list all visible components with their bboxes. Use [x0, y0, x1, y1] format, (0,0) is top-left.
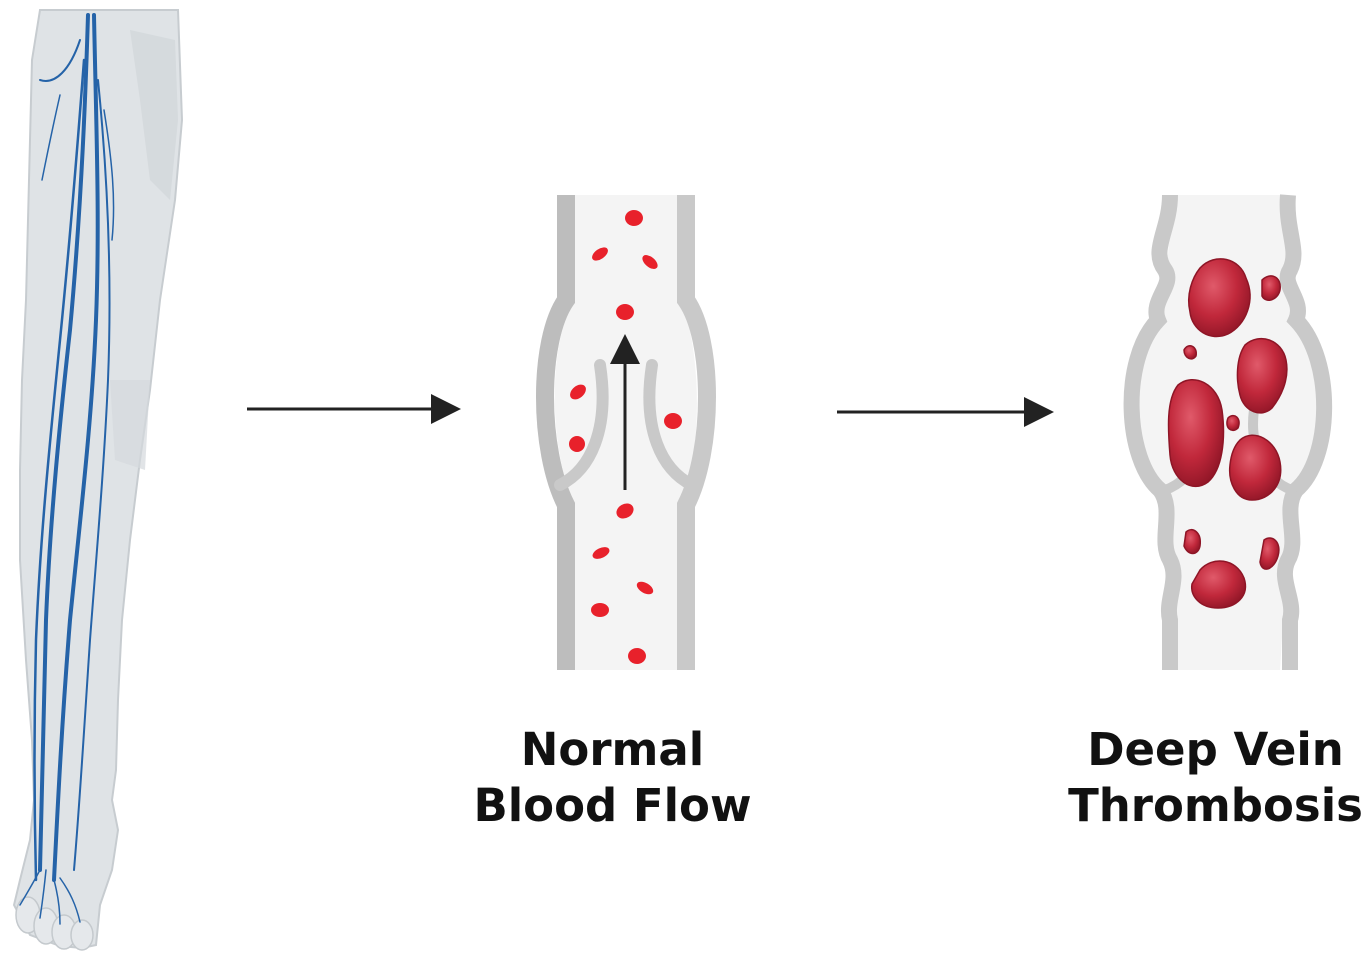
dvt-vein-left-wall	[1123, 194, 1182, 670]
valve-leaflet-left	[554, 359, 609, 491]
leg-veins	[19, 13, 115, 925]
deep-vein-thrombosis-caption: Deep Vein Thrombosis	[1060, 722, 1371, 834]
leg-with-veins-icon	[12, 9, 184, 951]
dvt-caption-line2: Thrombosis	[1068, 779, 1363, 832]
vein-with-valve-icon	[536, 195, 716, 670]
dvt-caption-line1: Deep Vein	[1087, 723, 1344, 776]
normal-vein-right-wall	[677, 195, 716, 670]
normal-blood-flow-caption: Normal Blood Flow	[440, 722, 785, 834]
dvt-vein-right-wall	[1276, 194, 1333, 670]
valve-leaflet-right	[643, 359, 698, 491]
normal-caption-line1: Normal	[520, 723, 705, 776]
toes	[15, 896, 94, 951]
vein-with-clots-icon	[1123, 194, 1333, 670]
normal-caption-line2: Blood Flow	[473, 779, 752, 832]
blood-clots	[1167, 258, 1288, 609]
leg-shading	[130, 30, 178, 200]
red-blood-cells	[569, 210, 682, 664]
knee-shading	[110, 380, 150, 470]
normal-vein-left-wall	[536, 195, 575, 670]
